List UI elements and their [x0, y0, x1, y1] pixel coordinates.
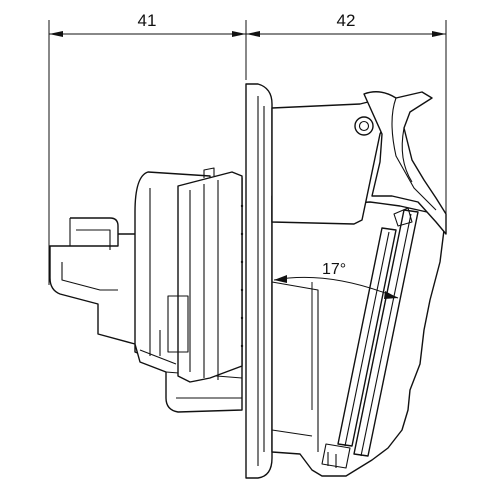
hinge-pin-inner [358, 120, 370, 132]
hinged-lid [271, 91, 447, 235]
flange-outline [245, 83, 273, 479]
angle-annotation: 17° [273, 261, 399, 410]
plug-inner-line [76, 229, 111, 250]
arrowhead [384, 291, 398, 299]
front-collar [159, 167, 243, 383]
rail-inner-line [344, 231, 390, 447]
lid-arm [363, 91, 447, 235]
dimension-label-right: 42 [337, 11, 356, 30]
rail-bracket [321, 443, 351, 469]
arrowhead [49, 31, 63, 37]
lid-arm-edge [401, 127, 413, 183]
arrowhead [246, 31, 260, 37]
arrowhead [232, 31, 246, 37]
plug-inner-line [61, 262, 118, 291]
rail-inner-line [360, 213, 412, 457]
latch-rail [321, 207, 419, 469]
dotted-seam [240, 204, 244, 348]
dimension-label-left: 41 [138, 11, 157, 30]
angle-label: 17° [322, 261, 346, 278]
rear-plug [49, 217, 161, 363]
mounting-flange [245, 83, 273, 479]
housing-step [139, 349, 177, 365]
rail-foot [327, 452, 337, 468]
collar-outline [177, 171, 243, 383]
socket-inner-line [271, 429, 313, 437]
rail-bracket [393, 207, 413, 227]
socket-inner-line [271, 281, 319, 452]
dimension-group: 41 42 [48, 11, 447, 285]
lid-arm-edge [391, 97, 437, 211]
arrowhead [274, 275, 287, 283]
collar-tab [203, 167, 215, 178]
arrowhead [432, 31, 446, 37]
collar-slot [167, 295, 189, 353]
hinge-pin-outer [354, 116, 374, 136]
